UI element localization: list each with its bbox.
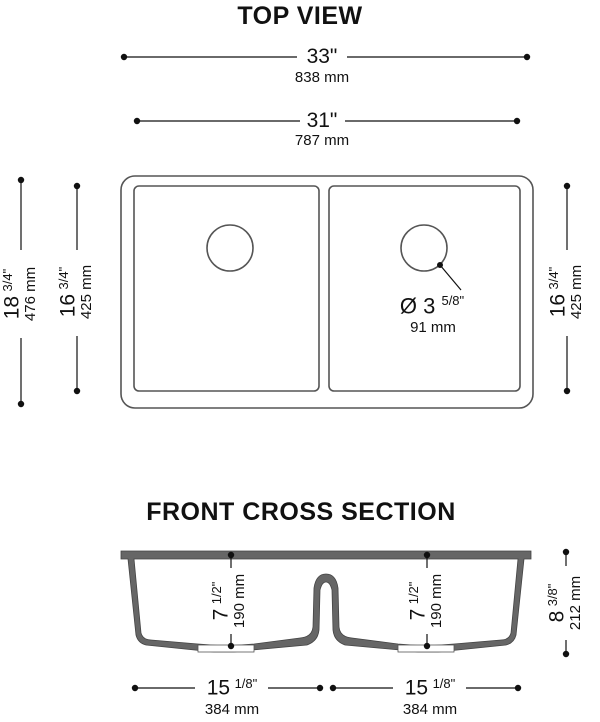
overall-height-fraction: 3/8" <box>545 583 560 607</box>
top-view-title: TOP VIEW <box>237 2 363 30</box>
front-section-title: FRONT CROSS SECTION <box>146 498 456 526</box>
drain-diameter-metric: 91 mm <box>410 319 456 336</box>
right-bowl-height-metric: 190 mm <box>428 573 446 629</box>
left-bowl-height-metric: 190 mm <box>231 573 249 629</box>
drain-diameter-fraction: 5/8" <box>441 293 465 308</box>
overall-depth-metric: 476 mm <box>22 266 40 322</box>
right-bowl-depth-fraction: 3/4" <box>546 266 561 290</box>
overall-width-dimension-line <box>120 53 531 61</box>
sink-top-view <box>120 175 534 409</box>
overall-width-imperial: 33" <box>306 45 338 68</box>
left-bowl-height-label: 7 1/2" 190 mm <box>209 561 250 641</box>
left-bowl-height-whole: 7 <box>209 608 233 621</box>
left-bowl-depth-dimension-line <box>73 182 81 395</box>
sink-cross-section-profile <box>120 550 532 653</box>
right-bowl-depth-label: 16 3/4" 425 mm <box>546 249 587 335</box>
right-bowl-height-dimension-line <box>423 551 431 650</box>
right-bowl-depth-dimension-line <box>563 182 571 395</box>
left-bowl-depth-fraction: 3/4" <box>56 266 71 290</box>
left-bowl-width-whole: 15 <box>206 676 231 700</box>
overall-height-whole: 8 <box>545 610 569 623</box>
overall-depth-label: 18 3/4" 476 mm <box>0 251 41 337</box>
interior-width-dimension-line <box>133 117 521 125</box>
drain-diameter-whole: 3 <box>423 293 436 319</box>
right-bowl-height-fraction: 1/2" <box>406 581 421 605</box>
left-drain-opening <box>197 644 255 653</box>
overall-depth-fraction: 3/4" <box>0 268 15 292</box>
drain-leader-line <box>437 262 462 291</box>
overall-depth-dimension-line <box>17 176 25 408</box>
right-bowl-width-whole: 15 <box>404 676 429 700</box>
left-bowl-height-dimension-line <box>227 551 235 650</box>
interior-width-metric: 787 mm <box>294 132 350 149</box>
interior-width-imperial: 31" <box>306 109 338 132</box>
right-bowl-depth-whole: 16 <box>546 293 570 318</box>
overall-height-label: 8 3/8" 212 mm <box>545 563 586 643</box>
right-drain-icon <box>400 224 448 272</box>
left-bowl-width-fraction: 1/8" <box>234 676 258 691</box>
right-bowl-depth-metric: 425 mm <box>568 264 586 320</box>
left-bowl-depth-label: 16 3/4" 425 mm <box>56 249 97 335</box>
right-bowl-width-imperial: 15 1/8" <box>392 677 468 698</box>
left-bowl-width-imperial: 15 1/8" <box>194 677 270 698</box>
left-bowl-width-metric: 384 mm <box>204 701 260 718</box>
right-bowl-width-metric: 384 mm <box>402 701 458 718</box>
left-bowl-height-fraction: 1/2" <box>209 581 224 605</box>
left-drain-icon <box>206 224 254 272</box>
overall-height-metric: 212 mm <box>567 575 585 631</box>
right-bowl-width-dimension-line <box>329 684 522 692</box>
drain-diameter-symbol: Ø <box>399 293 417 319</box>
right-bowl-height-label: 7 1/2" 190 mm <box>406 561 447 641</box>
left-bowl-outline <box>133 185 320 392</box>
overall-depth-whole: 18 <box>0 295 24 320</box>
left-bowl-depth-whole: 16 <box>56 293 80 318</box>
left-bowl-width-dimension-line <box>131 684 324 692</box>
overall-height-dimension-line <box>562 548 570 658</box>
overall-width-metric: 838 mm <box>294 69 350 86</box>
right-bowl-outline <box>328 185 521 392</box>
sink-outer-rim <box>120 175 534 409</box>
right-bowl-height-whole: 7 <box>406 608 430 621</box>
left-bowl-depth-metric: 425 mm <box>78 264 96 320</box>
drain-diameter-label: Ø 3 5/8" <box>382 294 482 317</box>
right-bowl-width-fraction: 1/8" <box>432 676 456 691</box>
